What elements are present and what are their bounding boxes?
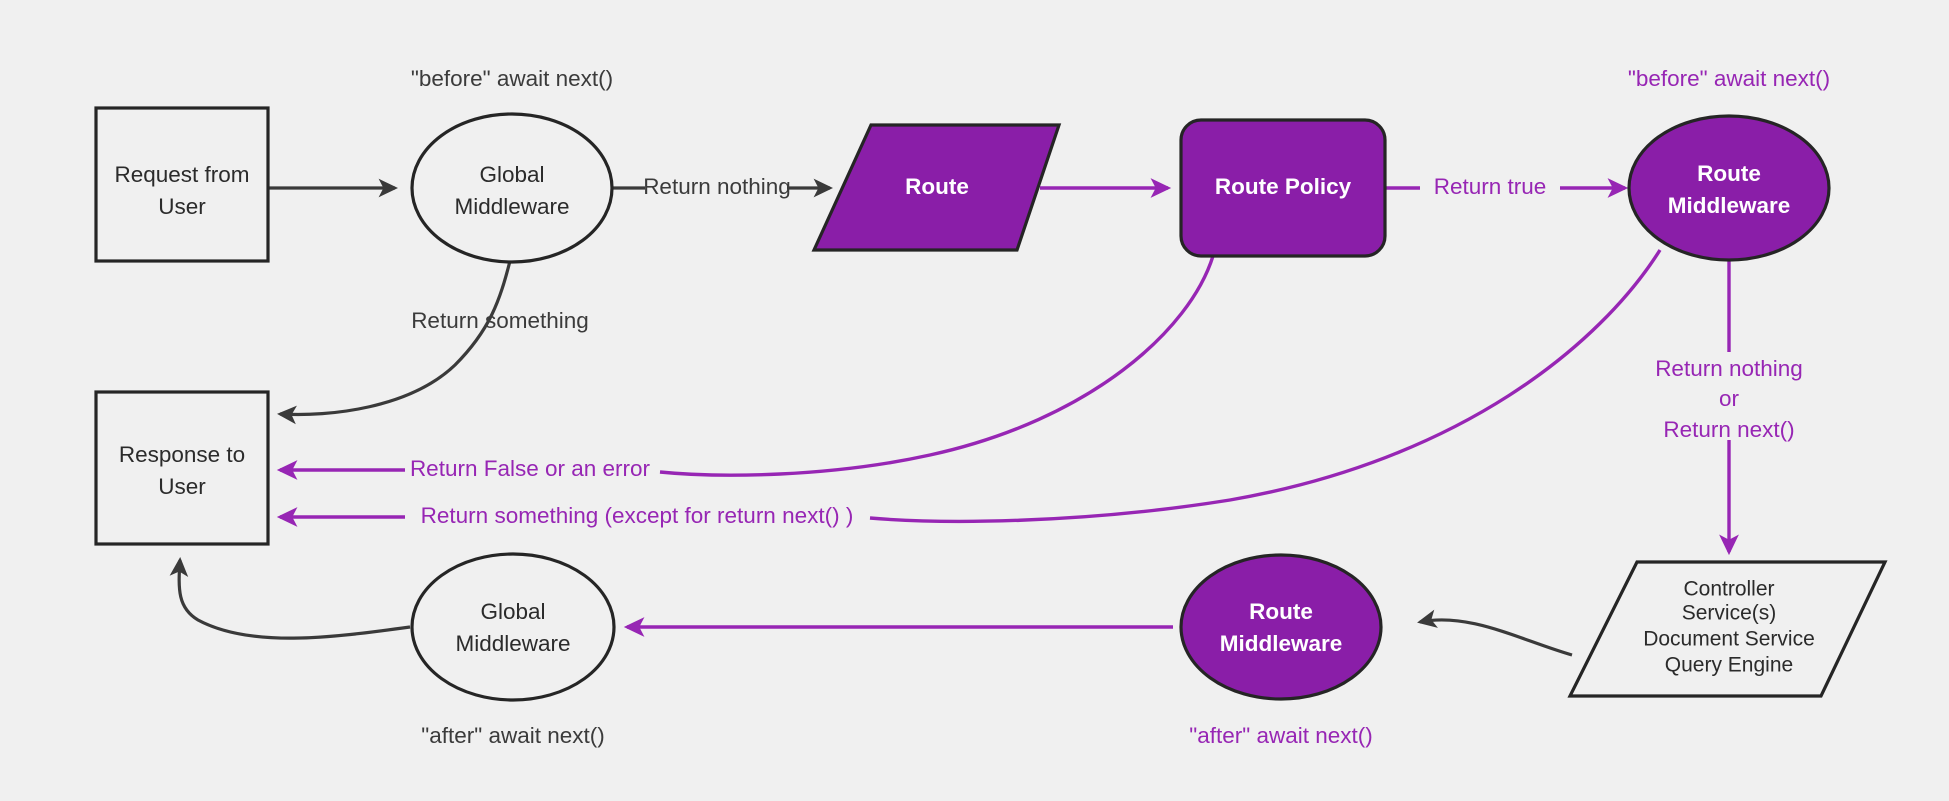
node-global-middleware-bottom-line2: Middleware	[455, 631, 570, 656]
edge-label-return-nothing-or-next-line2: or	[1719, 386, 1740, 411]
node-route-middleware-bottom-line2: Middleware	[1220, 631, 1343, 656]
edge-label-return-nothing-or-next-line1: Return nothing	[1655, 356, 1803, 381]
annotation-before-await-next-top-right: "before" await next()	[1628, 66, 1830, 91]
node-global-middleware-top-line1: Global	[479, 162, 544, 187]
node-controller-services-line3: Document Service	[1643, 628, 1815, 651]
node-route-middleware-top[interactable]: Route Middleware	[1627, 114, 1831, 262]
edge-controller-to-route-middleware-bottom	[1417, 609, 1573, 657]
node-request-from-user-line2: User	[158, 194, 206, 219]
node-route-middleware-top-line1: Route	[1697, 161, 1761, 186]
node-route-policy-label: Route Policy	[1215, 174, 1352, 199]
edge-label-return-something: Return something	[411, 308, 589, 333]
node-controller-services-line1: Controller	[1683, 578, 1774, 601]
node-response-to-user-line2: User	[158, 474, 206, 499]
node-route[interactable]: Route	[811, 123, 1062, 252]
node-global-middleware-top-line2: Middleware	[454, 194, 569, 219]
node-controller-services-line2: Service(s)	[1682, 602, 1777, 625]
node-request-from-user[interactable]: Request from User	[94, 106, 270, 263]
node-controller-services[interactable]: Controller Service(s) Document Service Q…	[1567, 560, 1888, 698]
node-global-middleware-top[interactable]: Global Middleware	[410, 112, 614, 264]
edge-label-return-false-or-error: Return False or an error	[410, 456, 651, 481]
node-global-middleware-bottom[interactable]: Global Middleware	[410, 552, 616, 702]
edge-label-return-true: Return true	[1434, 174, 1547, 199]
edge-global-middleware-bottom-to-response	[169, 557, 411, 640]
edge-route-policy-return-false	[276, 255, 1215, 480]
node-route-policy[interactable]: Route Policy	[1179, 118, 1387, 258]
annotation-before-await-next-top-left: "before" await next()	[411, 66, 613, 91]
node-route-label: Route	[905, 174, 969, 199]
node-route-middleware-bottom[interactable]: Route Middleware	[1179, 553, 1383, 701]
edge-label-return-nothing-or-next-line3: Return next()	[1663, 417, 1794, 442]
edge-route-middleware-return-something	[276, 249, 1662, 527]
node-route-middleware-top-line2: Middleware	[1668, 193, 1791, 218]
node-response-to-user[interactable]: Response to User	[94, 390, 270, 546]
edge-label-return-nothing: Return nothing	[643, 174, 791, 199]
node-request-from-user-line1: Request from	[114, 162, 249, 187]
node-response-to-user-line1: Response to	[119, 442, 245, 467]
node-global-middleware-bottom-line1: Global	[480, 599, 545, 624]
edge-global-middleware-return-something	[277, 260, 512, 425]
node-route-middleware-bottom-line1: Route	[1249, 599, 1313, 624]
annotation-after-await-next-bottom-left: "after" await next()	[421, 723, 605, 748]
edge-label-return-something-except-next: Return something (except for return next…	[421, 503, 854, 528]
annotation-after-await-next-bottom-right: "after" await next()	[1189, 723, 1373, 748]
node-controller-services-line4: Query Engine	[1665, 654, 1793, 677]
